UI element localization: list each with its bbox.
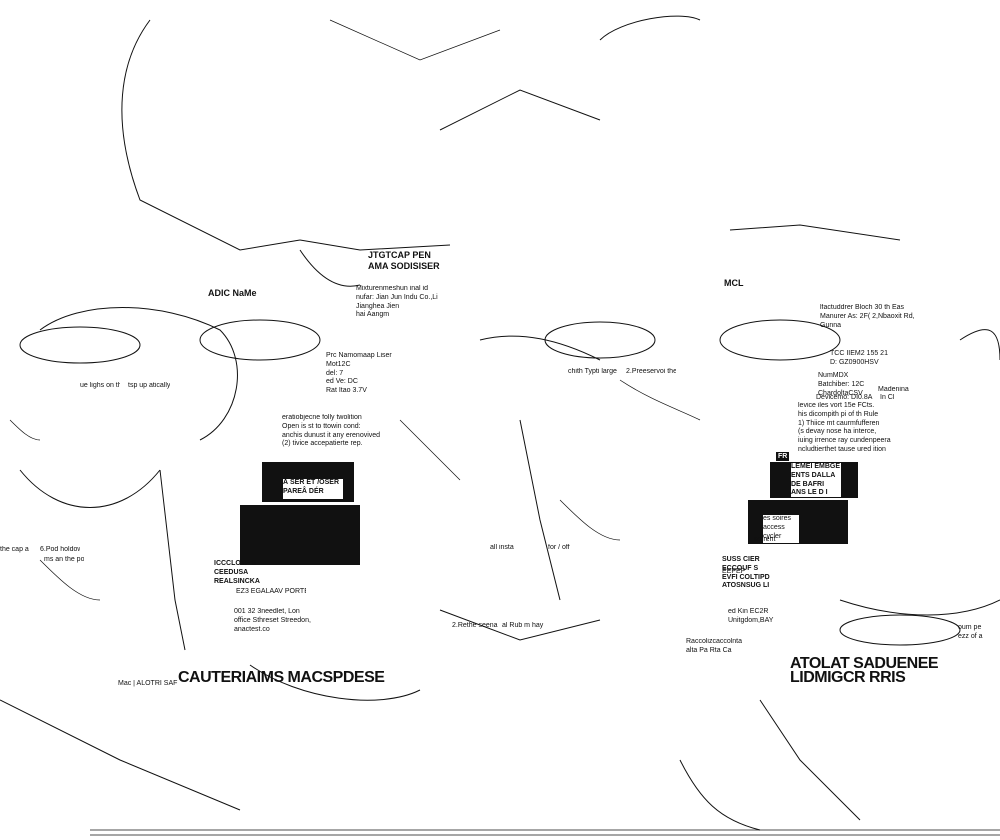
middle-instruction-1: chith Typti large we-C ur <box>568 368 618 375</box>
right-label-spec-b: Devicemo: DI0.8A <box>816 394 873 401</box>
right-footer-sub: LIDMIGCR RRIS <box>790 669 906 686</box>
right-recycle-badge: FR <box>776 452 790 461</box>
left-footer-title: CAUTERIAIMS MACSPDESE <box>178 669 385 686</box>
right-edge-text: oum pe ezz of a <box>958 624 983 640</box>
left-recycle-pictogram <box>240 505 360 565</box>
left-instruction-3: the cap a pon cap <box>0 546 30 553</box>
middle-instruction-4: for / off <box>548 544 570 551</box>
right-label-specs: NumMDX Batchiber: 12C ChardoltaCSV <box>818 372 865 397</box>
right-compliance-text: levice iles vort 15e FCts. his dicompith… <box>798 402 891 453</box>
left-bottom-code: EZ3 EGALAAV PORTE <box>236 588 306 595</box>
left-instruction-1: ue lighs on the blit alwa <box>80 382 120 389</box>
right-small-text: es soires access cycler <box>762 514 800 544</box>
left-model-mark: ADIC NaMe <box>208 288 257 298</box>
right-label-address: lfactuddrer Bloch 30 th Eas Manurer As: … <box>820 304 915 329</box>
left-instruction-5: ms an the po <box>44 556 84 563</box>
middle-instruction-3: all insta <box>490 544 514 551</box>
left-label-lines: Mixturenmeshun inal id nufar: Jian Jun I… <box>356 285 438 319</box>
middle-instruction-2: 2.Preeservoi the re cap, <box>626 368 676 375</box>
left-address-lines: 001 32 3needlet, Lon office Sthreset Str… <box>234 608 311 633</box>
left-instruction-4: 6.Pod holdower <box>40 546 80 553</box>
left-instruction-2: tsp up atically will poutoma <box>128 382 170 389</box>
right-label-spec-a: Madenina <box>878 386 909 393</box>
right-recycle-text: LEMEI EMBGE ENTS DALLA DE BAFRI ANS LE D… <box>790 462 842 498</box>
right-footer-title: ATOLAT SADUENEE <box>790 655 939 672</box>
right-label-ids: TCC IIEM2 155 21 D: GZ0900HSV <box>830 350 888 366</box>
right-tail-text: Raccolizcaccolnta alta Pa Rta Ca <box>686 638 743 654</box>
right-label-spec-c: In Cl <box>880 394 895 401</box>
left-bottom-lines: ICCCLOTF S CEEDUSA REALSINCKA <box>214 560 260 585</box>
right-bottom-lines: SUSS CIER ECCOUF S EVFI COLTIPD ATOSNSUG… <box>722 556 770 590</box>
left-label-specs: Prc Namomaap Liser Mot12C del: 7 ed Ve: … <box>326 352 392 394</box>
middle-instruction-6: al Rub m hay <box>502 622 544 629</box>
right-small-text-2: se rent <box>754 536 776 543</box>
left-compliance-text: eratiobjecne folly twolition Open is st … <box>282 414 381 448</box>
right-address-lines: ed Kin EC2R Unitgdom,BAY <box>728 608 774 624</box>
left-recycle-text: À SÉR ET /OSER PAREÂ DÉR <box>282 478 344 500</box>
right-bottom-code: EEPEP <box>722 568 746 575</box>
left-footer-sub: Mac | ALOTRI SAFIS INR <box>118 680 178 687</box>
middle-instruction-5: 2.Rethe seena <box>452 622 498 629</box>
right-model-mark: MCL <box>724 278 744 288</box>
left-label-header: JTGTCAP PEN AMA SODISISER <box>368 250 440 272</box>
